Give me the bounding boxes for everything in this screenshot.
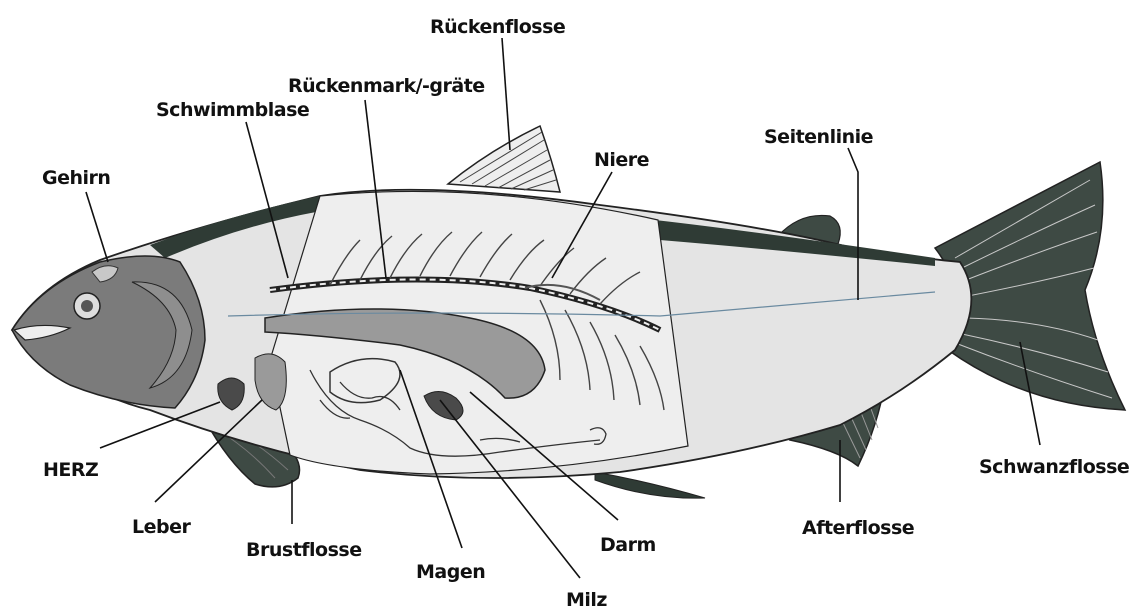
eye-pupil <box>81 300 93 312</box>
label-schwanzflosse: Schwanzflosse <box>979 456 1129 478</box>
label-darm: Darm <box>600 534 656 556</box>
label-seitenlinie: Seitenlinie <box>764 126 873 148</box>
label-schwimmblase: Schwimmblase <box>156 99 309 121</box>
dorsal-fin <box>448 126 560 192</box>
label-milz: Milz <box>566 589 607 611</box>
label-niere: Niere <box>594 149 649 171</box>
label-afterflosse: Afterflosse <box>802 517 914 539</box>
label-gehirn: Gehirn <box>42 167 110 189</box>
label-magen: Magen <box>416 561 485 583</box>
label-herz: HERZ <box>43 459 98 481</box>
label-brustflosse: Brustflosse <box>246 539 362 561</box>
pelvic-fin <box>595 472 705 498</box>
label-leber: Leber <box>132 516 191 538</box>
label-rueckenmark: Rückenmark/-gräte <box>288 75 485 97</box>
label-rueckenflosse: Rückenflosse <box>430 16 565 38</box>
